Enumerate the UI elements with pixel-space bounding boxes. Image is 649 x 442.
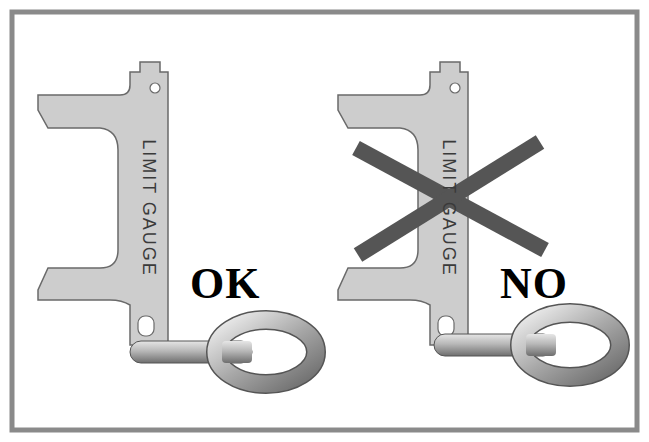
gauge-label: LIMIT GAUGE xyxy=(438,139,459,277)
frame xyxy=(12,12,637,430)
gauge-label: LIMIT GAUGE xyxy=(138,139,159,277)
verdict-label: NO xyxy=(500,262,568,306)
gauge-right xyxy=(338,62,468,345)
gauge-body: LIMIT GAUGE xyxy=(428,120,468,295)
chain-left xyxy=(130,320,316,384)
verdict-label: OK xyxy=(190,262,260,306)
chain-right xyxy=(434,313,620,377)
gauge-left xyxy=(38,62,168,345)
gauge-body: LIMIT GAUGE xyxy=(128,120,168,295)
